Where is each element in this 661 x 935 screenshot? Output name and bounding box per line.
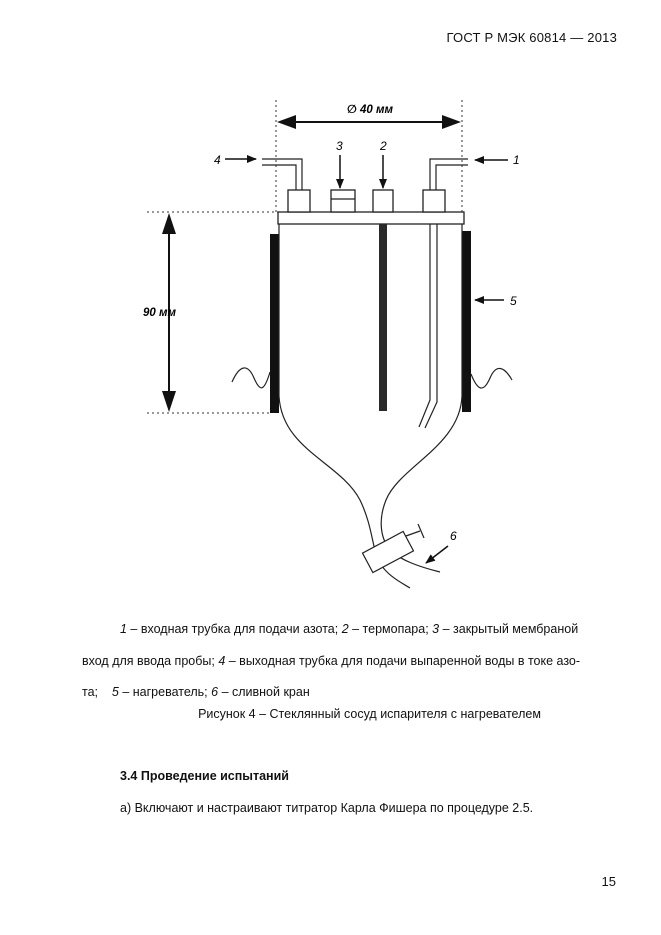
section-heading: 3.4 Проведение испытаний — [120, 769, 289, 783]
callout-2: 2 — [379, 139, 387, 153]
heater-lead-right — [470, 367, 513, 389]
fitting-3 — [330, 189, 356, 213]
diameter-arrowhead-left — [277, 115, 296, 129]
inlet-tube-1 — [429, 158, 468, 190]
diameter-label: ∅ 40 мм — [347, 104, 394, 116]
evaporator-vessel-diagram: ∅ 40 мм 90 мм 4 3 2 1 5 6 — [143, 100, 520, 589]
legend-line-3: та; 5 – нагреватель; 6 – сливной кран — [82, 685, 310, 699]
document-header: ГОСТ Р МЭК 60814 — 2013 — [446, 30, 617, 45]
diameter-arrowhead-right — [442, 115, 461, 129]
outlet-tube-4 — [262, 158, 303, 190]
vessel-lid — [277, 211, 465, 225]
inlet-tube-inner — [418, 224, 438, 429]
thermocouple-2 — [379, 224, 387, 411]
drain-valve-handle — [405, 523, 425, 539]
section-paragraph: а) Включают и настраивают титратор Карла… — [120, 801, 534, 815]
page-number: 15 — [601, 874, 616, 889]
callout-4: 4 — [214, 153, 221, 167]
figure-title: Рисунок 4 – Стеклянный сосуд испарителя … — [198, 707, 541, 721]
pointer-arrow-6 — [425, 545, 449, 564]
drain-valve-6 — [361, 530, 415, 574]
height-arrowhead-top — [162, 213, 176, 234]
funnel-left — [278, 395, 411, 589]
heater-left — [270, 234, 279, 413]
figure-legend: 1 – входная трубка для подачи азота; 2 –… — [82, 614, 616, 709]
fitting-2 — [372, 189, 394, 213]
legend-line-1: 1 – входная трубка для подачи азота; 2 –… — [120, 622, 579, 636]
callout-1: 1 — [513, 153, 520, 167]
heater-lead-left — [231, 367, 271, 389]
heater-right — [462, 231, 471, 412]
height-arrowhead-bottom — [162, 391, 176, 412]
callout-3: 3 — [336, 139, 343, 153]
fitting-4 — [287, 189, 311, 213]
callout-5: 5 — [510, 294, 517, 308]
legend-line-2: вход для ввода пробы; 4 – выходная трубк… — [82, 653, 581, 668]
funnel-right — [380, 395, 463, 573]
callout-6: 6 — [450, 529, 457, 543]
height-label: 90 мм — [143, 307, 176, 319]
fitting-1 — [422, 189, 446, 213]
